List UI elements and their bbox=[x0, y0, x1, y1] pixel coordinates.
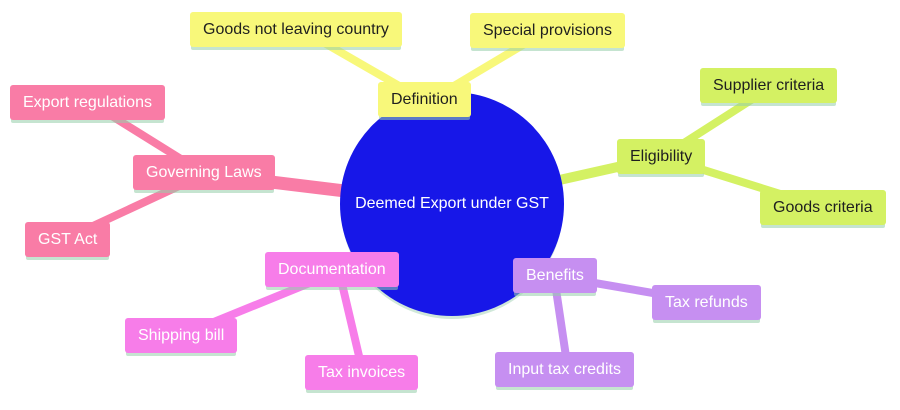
node-input-tax-credits: Input tax credits bbox=[495, 352, 634, 388]
node-tax-refunds: Tax refunds bbox=[652, 285, 761, 321]
node-governing-laws: Governing Laws bbox=[133, 155, 275, 191]
node-eligibility: Eligibility bbox=[617, 139, 706, 175]
node-documentation: Documentation bbox=[265, 252, 399, 288]
node-gst-act: GST Act bbox=[25, 222, 111, 258]
node-benefits: Benefits bbox=[513, 258, 597, 294]
node-definition: Definition bbox=[378, 82, 471, 118]
node-special-provisions: Special provisions bbox=[470, 13, 625, 49]
node-supplier-criteria: Supplier criteria bbox=[700, 68, 838, 104]
node-tax-invoices: Tax invoices bbox=[305, 355, 419, 391]
node-shipping-bill: Shipping bill bbox=[125, 318, 238, 354]
node-export-regulations: Export regulations bbox=[10, 85, 165, 121]
node-goods-criteria: Goods criteria bbox=[760, 190, 886, 226]
node-goods-not-leaving-country: Goods not leaving country bbox=[190, 12, 402, 48]
